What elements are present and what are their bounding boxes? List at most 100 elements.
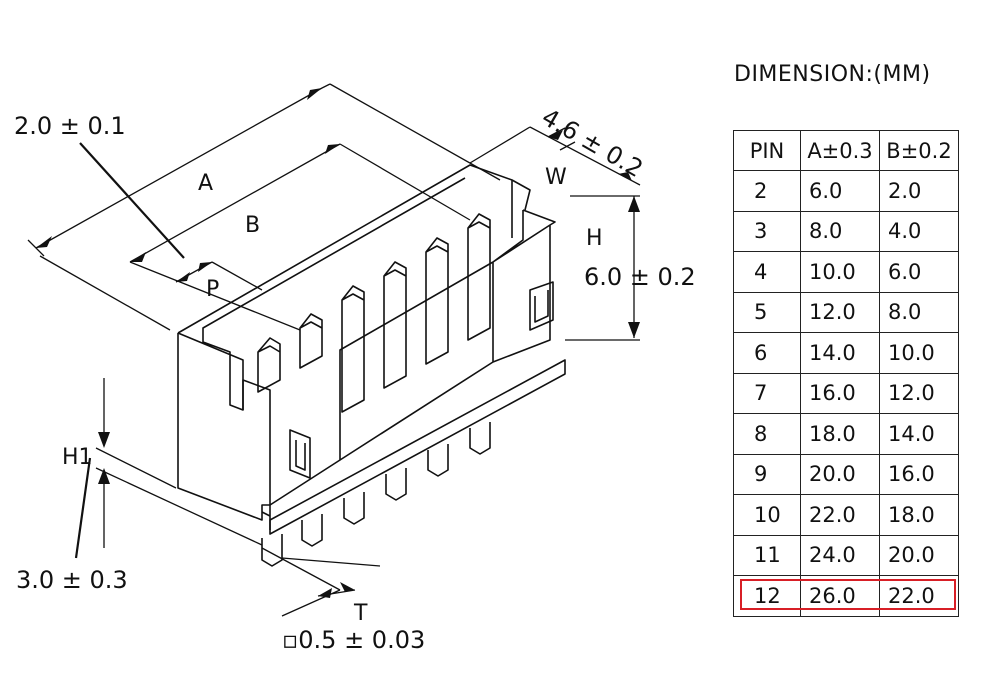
dim-b-cell: 12.0 (879, 372, 959, 414)
housing-base-plate (261, 359, 566, 535)
pin-count-cell: 11 (733, 534, 801, 576)
dim-line-b (129, 143, 471, 331)
arrow-p-right (198, 262, 212, 272)
latch-window-right (529, 281, 554, 331)
pin-5 (425, 237, 449, 365)
pin-count-cell: 8 (733, 413, 801, 455)
arrow-t-top (340, 582, 355, 592)
dim-t-label: T (353, 601, 368, 626)
column-header-a: A±0.3 (800, 130, 880, 171)
arrow-h1-bottom (98, 468, 110, 484)
dim-a-cell: 10.0 (800, 251, 880, 293)
height-tolerance-label: 6.0 ± 0.2 (584, 263, 696, 291)
pin-count-cell: 5 (733, 291, 801, 333)
pitch-tolerance-label: 2.0 ± 0.1 (14, 112, 126, 140)
dim-h1-label: H1 (62, 445, 93, 470)
dim-line-t (261, 547, 381, 617)
dim-a-cell: 6.0 (800, 170, 880, 212)
dim-b-cell: 2.0 (879, 170, 959, 212)
housing-top-wall (177, 164, 513, 334)
dim-a-cell: 22.0 (800, 494, 880, 536)
arrow-t-bottom (318, 588, 332, 598)
dim-a-cell: 18.0 (800, 413, 880, 455)
housing-front-face (177, 333, 271, 530)
housing-front-edge (242, 261, 494, 506)
pin-tail-1 (261, 534, 283, 567)
pin-1 (257, 337, 281, 393)
latch-window-left (289, 429, 311, 479)
pin-2 (299, 313, 323, 369)
pin-size-label: ▫0.5 ± 0.03 (282, 626, 425, 654)
pin-count-cell: 10 (733, 494, 801, 536)
pin-6 (467, 213, 491, 341)
dim-b-cell: 16.0 (879, 453, 959, 495)
arrow-w-right (618, 172, 632, 181)
dim-b-cell: 14.0 (879, 413, 959, 455)
dim-a-label: A (198, 171, 213, 196)
pin-tail-3 (343, 492, 365, 525)
arrow-a-left (36, 236, 52, 248)
arrow-h1-top (98, 432, 110, 448)
arrow-h-top (628, 196, 640, 212)
dim-b-cell: 8.0 (879, 291, 959, 333)
arrow-b-left (130, 252, 146, 262)
dim-p-label: P (206, 277, 219, 302)
pin-count-cell: 2 (733, 170, 801, 212)
pin-count-cell: 6 (733, 332, 801, 374)
pin-4 (383, 261, 407, 389)
dim-line-w (469, 126, 641, 186)
dim-a-cell: 8.0 (800, 210, 880, 252)
leader-pitch (79, 142, 185, 259)
pin-count-cell: 9 (733, 453, 801, 495)
dim-a-cell: 20.0 (800, 453, 880, 495)
dim-line-h (565, 195, 640, 341)
dim-a-cell: 12.0 (800, 291, 880, 333)
table-header-row: PIN A±0.3 B±0.2 (733, 130, 959, 171)
pin-tail-2 (301, 514, 323, 547)
dim-b-cell: 6.0 (879, 251, 959, 293)
pin-count-cell: 4 (733, 251, 801, 293)
pin-tail-6 (469, 422, 491, 455)
arrow-p-left (176, 272, 190, 282)
dim-b-label: B (245, 213, 260, 238)
highlight-box-row-12 (740, 579, 956, 610)
housing-left-wall (177, 177, 466, 411)
dim-a-cell: 16.0 (800, 372, 880, 414)
dim-a-cell: 14.0 (800, 332, 880, 374)
arrow-b-right (325, 144, 340, 154)
dim-line-h1 (95, 378, 263, 548)
table-title: DIMENSION:(MM) (734, 62, 931, 87)
dim-h-label: H (586, 226, 603, 251)
column-header-b: B±0.2 (879, 130, 959, 171)
dim-b-cell: 10.0 (879, 332, 959, 374)
pin-count-cell: 7 (733, 372, 801, 414)
dim-a-cell: 24.0 (800, 534, 880, 576)
pin-tail-4 (385, 468, 407, 501)
h1-tolerance-label: 3.0 ± 0.3 (16, 566, 128, 594)
dim-w-label: W (545, 165, 567, 190)
leader-h1 (74, 457, 92, 559)
housing-right-edge (511, 179, 531, 211)
pin-3 (341, 285, 365, 413)
pin-count-cell: 3 (733, 210, 801, 252)
dim-b-cell: 18.0 (879, 494, 959, 536)
arrow-a-right (307, 88, 322, 100)
pin-tail-5 (427, 444, 449, 477)
column-header-pin: PIN (733, 130, 801, 171)
dim-b-cell: 20.0 (879, 534, 959, 576)
arrow-h-bottom (628, 322, 640, 338)
dim-b-cell: 4.0 (879, 210, 959, 252)
arrow-w-left (548, 130, 563, 140)
